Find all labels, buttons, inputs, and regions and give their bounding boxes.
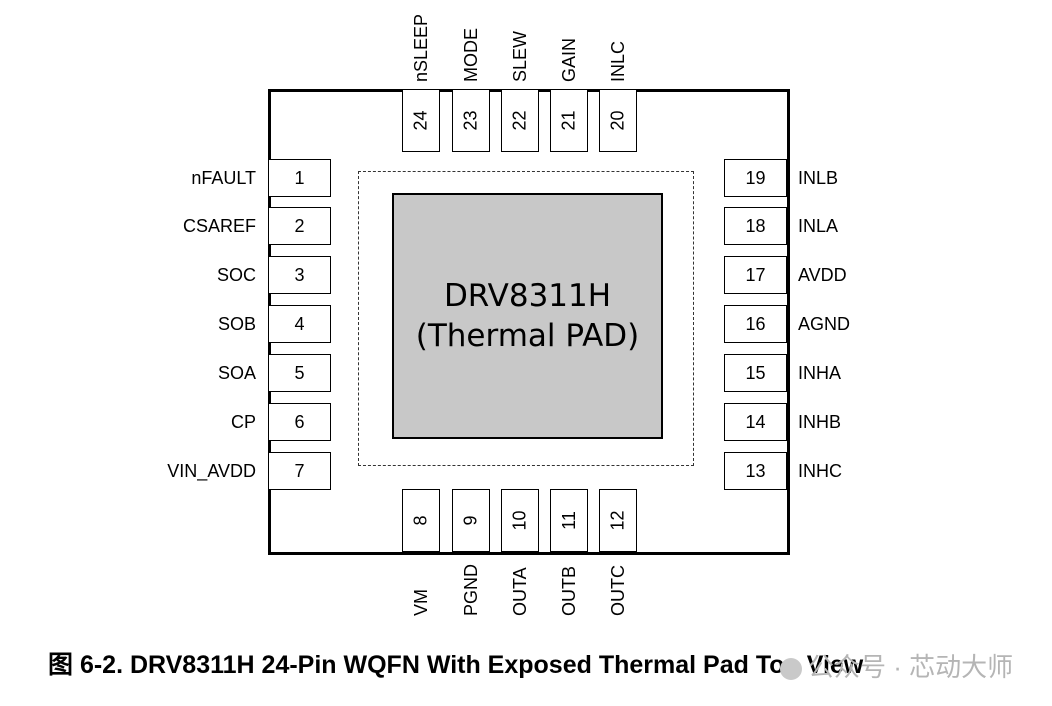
- pin-number: 21: [558, 110, 579, 131]
- pin-label-CP: CP: [230, 412, 256, 432]
- pin-17: 17: [724, 256, 787, 294]
- pin-19: 19: [724, 159, 787, 197]
- pin-number: 18: [745, 215, 766, 236]
- pin-number: 14: [745, 411, 766, 432]
- pad-label: (Thermal PAD): [415, 318, 640, 354]
- pin-number: 9: [460, 515, 481, 526]
- pin-2: 2: [268, 207, 331, 245]
- pin-11: 11: [550, 489, 588, 552]
- pin-number: 24: [410, 110, 431, 131]
- wechat-icon: [780, 658, 802, 681]
- thermal-pad: DRV8311H (Thermal PAD): [392, 193, 663, 439]
- pin-number: 15: [745, 362, 766, 383]
- pin-label-INLC: INLC: [608, 40, 628, 82]
- pin-23: 23: [452, 89, 490, 152]
- pin-label-nSLEEP: nSLEEP: [411, 13, 431, 82]
- pin-label-VIN_AVDD: VIN_AVDD: [167, 461, 256, 481]
- pin-label-nFAULT: nFAULT: [191, 168, 256, 188]
- pin-16: 16: [724, 305, 787, 343]
- pin-1: 1: [268, 159, 331, 197]
- pin-number: 22: [509, 110, 530, 131]
- pin-number: 7: [294, 460, 305, 481]
- pin-number: 10: [509, 510, 530, 531]
- pin-label-INLB: INLB: [798, 168, 839, 188]
- pin-label-SOB: SOB: [217, 314, 256, 334]
- pin-number: 6: [294, 411, 305, 432]
- pin-label-OUTA: OUTA: [510, 567, 530, 616]
- pin-number: 5: [294, 362, 305, 383]
- pin-label-VM: VM: [411, 589, 431, 616]
- pin-10: 10: [501, 489, 539, 552]
- figure-caption: 图 6-2. DRV8311H 24-Pin WQFN With Exposed…: [48, 651, 864, 679]
- pin-number: 16: [745, 313, 766, 334]
- pin-number: 1: [294, 167, 305, 188]
- pin-label-MODE: MODE: [461, 28, 481, 82]
- pin-number: 19: [745, 167, 766, 188]
- watermark: 公众号 · 芯动大师: [780, 647, 1013, 684]
- pin-label-INLA: INLA: [798, 216, 839, 236]
- pin-3: 3: [268, 256, 331, 294]
- pin-number: 23: [460, 110, 481, 131]
- pin-number: 2: [294, 215, 305, 236]
- pin-4: 4: [268, 305, 331, 343]
- pin-label-INHA: INHA: [798, 363, 842, 383]
- pin-6: 6: [268, 403, 331, 441]
- pin-9: 9: [452, 489, 490, 552]
- pin-label-CSAREF: CSAREF: [182, 216, 256, 236]
- pin-number: 13: [745, 460, 766, 481]
- pin-15: 15: [724, 354, 787, 392]
- pin-number: 17: [745, 264, 766, 285]
- pin-13: 13: [724, 452, 787, 490]
- pin-label-SOC: SOC: [216, 265, 256, 285]
- pin-label-AVDD: AVDD: [798, 265, 847, 285]
- pin-label-GAIN: GAIN: [559, 37, 579, 82]
- pin-18: 18: [724, 207, 787, 245]
- pin-number: 8: [410, 515, 431, 526]
- pin-number: 12: [607, 510, 628, 531]
- pin-label-INHB: INHB: [798, 412, 842, 432]
- pin-8: 8: [402, 489, 440, 552]
- pin-22: 22: [501, 89, 539, 152]
- pin-number: 11: [558, 511, 579, 530]
- pin-number: 3: [294, 264, 305, 285]
- pin-number: 20: [607, 110, 628, 131]
- thermal-pad-keepout: [358, 171, 694, 466]
- pin-7: 7: [268, 452, 331, 490]
- pin-12: 12: [599, 489, 637, 552]
- pin-24: 24: [402, 89, 440, 152]
- pin-label-AGND: AGND: [798, 314, 851, 334]
- pin-number: 4: [294, 313, 305, 334]
- pin-label-SOA: SOA: [217, 363, 256, 383]
- chip-name: DRV8311H: [443, 278, 612, 314]
- pin-label-PGND: PGND: [461, 563, 481, 616]
- pin-label-SLEW: SLEW: [510, 30, 530, 82]
- watermark-text: 公众号 · 芯动大师: [808, 652, 1014, 682]
- pin-label-OUTC: OUTC: [608, 565, 628, 616]
- pin-5: 5: [268, 354, 331, 392]
- pin-21: 21: [550, 89, 588, 152]
- pin-14: 14: [724, 403, 787, 441]
- pin-label-OUTB: OUTB: [559, 565, 579, 616]
- pin-label-INHC: INHC: [798, 461, 842, 481]
- pin-20: 20: [599, 89, 637, 152]
